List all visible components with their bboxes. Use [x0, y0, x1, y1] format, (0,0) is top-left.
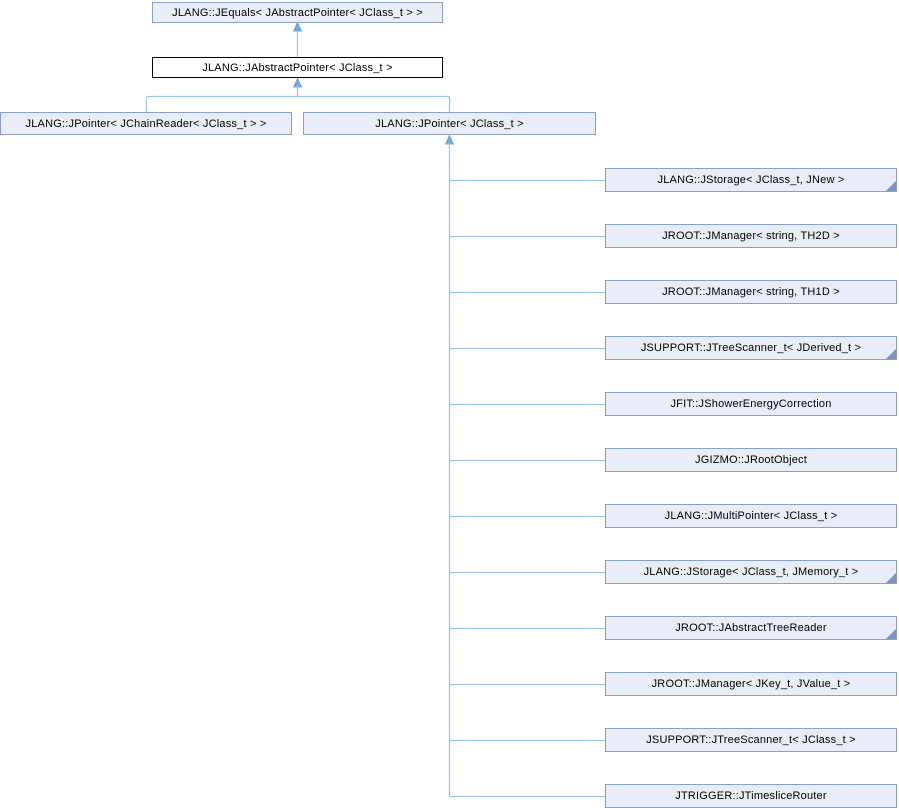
class-label: JLANG::JPointer< JChainReader< JClass_t … [25, 117, 267, 130]
class-node-jlang-jstorage-jmemory[interactable]: JLANG::JStorage< JClass_t, JMemory_t > [605, 560, 897, 584]
class-node-jlang-jmultipointer[interactable]: JLANG::JMultiPointer< JClass_t > [605, 504, 897, 528]
class-label: JLANG::JStorage< JClass_t, JNew > [657, 174, 845, 186]
class-node-jroot-jabstracttreereader[interactable]: JROOT::JAbstractTreeReader [605, 616, 897, 640]
class-node-jtrigger-jtimeslicerouter[interactable]: JTRIGGER::JTimesliceRouter [605, 784, 897, 808]
class-label: JSUPPORT::JTreeScanner_t< JDerived_t > [640, 342, 862, 354]
class-label: JLANG::JMultiPointer< JClass_t > [664, 510, 838, 522]
class-node-jroot-jmanager-string-th1d[interactable]: JROOT::JManager< string, TH1D > [605, 280, 897, 304]
class-node-jgizmo-jrootobject[interactable]: JGIZMO::JRootObject [605, 448, 897, 472]
class-node-jroot-jmanager-jkey-jvalue[interactable]: JROOT::JManager< JKey_t, JValue_t > [605, 672, 897, 696]
arrowhead-root [292, 21, 303, 32]
class-node-jfit-jshowerenergycorrection[interactable]: JFIT::JShowerEnergyCorrection [605, 392, 897, 416]
subclasses-fold-icon [886, 573, 896, 583]
class-node-jlang-jpointer-jchainreader[interactable]: JLANG::JPointer< JChainReader< JClass_t … [0, 112, 292, 135]
class-node-jroot-jmanager-string-th2d[interactable]: JROOT::JManager< string, TH2D > [605, 224, 897, 248]
class-node-jsupport-jtreescanner-jderived[interactable]: JSUPPORT::JTreeScanner_t< JDerived_t > [605, 336, 897, 360]
class-node-jlang-jstorage-jnew[interactable]: JLANG::JStorage< JClass_t, JNew > [605, 168, 897, 192]
class-label: JROOT::JManager< string, TH1D > [662, 286, 840, 298]
class-label: JFIT::JShowerEnergyCorrection [670, 398, 832, 410]
class-label: JLANG::JEquals< JAbstractPointer< JClass… [172, 6, 423, 19]
class-label: JROOT::JAbstractTreeReader [675, 622, 827, 634]
class-label: JGIZMO::JRootObject [695, 454, 807, 466]
subclasses-fold-icon [886, 349, 896, 359]
class-node-jsupport-jtreescanner-jclass[interactable]: JSUPPORT::JTreeScanner_t< JClass_t > [605, 728, 897, 752]
class-node-jlang-jpointer[interactable]: JLANG::JPointer< JClass_t > [303, 112, 596, 135]
class-label: JSUPPORT::JTreeScanner_t< JClass_t > [646, 734, 856, 746]
subclasses-fold-icon [886, 181, 896, 191]
class-label: JTRIGGER::JTimesliceRouter [675, 790, 827, 802]
class-label: JROOT::JManager< string, TH2D > [662, 230, 840, 242]
class-label: JLANG::JPointer< JClass_t > [375, 117, 524, 130]
class-node-jlang-jabstractpointer: JLANG::JAbstractPointer< JClass_t > [152, 57, 443, 78]
class-node-jlang-jequals[interactable]: JLANG::JEquals< JAbstractPointer< JClass… [152, 2, 443, 23]
subclasses-fold-icon [886, 629, 896, 639]
class-label: JLANG::JAbstractPointer< JClass_t > [202, 61, 393, 74]
class-label: JLANG::JStorage< JClass_t, JMemory_t > [643, 566, 859, 578]
class-label: JROOT::JManager< JKey_t, JValue_t > [651, 678, 851, 690]
